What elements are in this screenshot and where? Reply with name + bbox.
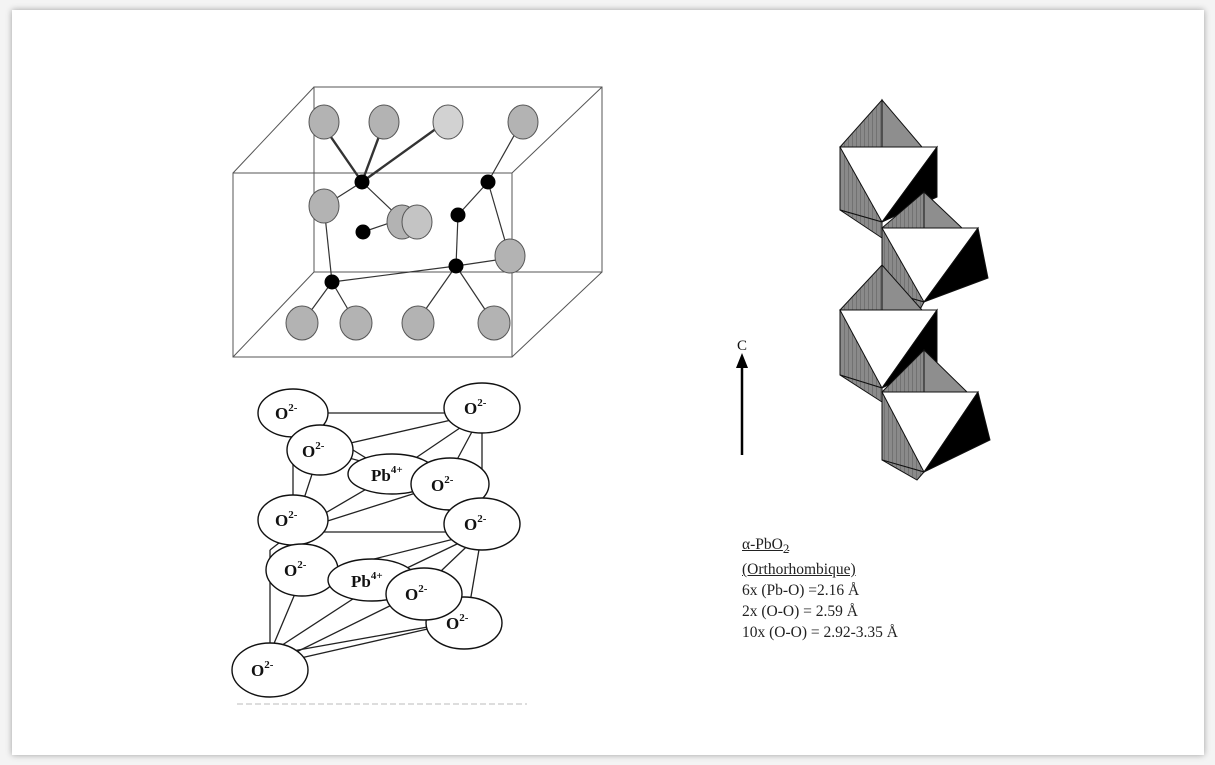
oxygen-ion (385, 567, 463, 621)
lead-atom (448, 258, 464, 274)
octahedra-ions (231, 382, 521, 698)
octahedral-chain (839, 98, 991, 481)
bond-length-line: 2x (O-O) = 2.59 Å (742, 603, 858, 621)
unit-cell-oxygen-atoms (285, 104, 539, 341)
oxygen-ion-label: O2- (275, 402, 298, 423)
c-axis-arrow: C (736, 338, 748, 455)
oxygen-atom (507, 104, 539, 140)
unit-cell-lead-atoms (324, 174, 496, 290)
bond-length-line: 6x (Pb-O) =2.16 Å (742, 582, 860, 600)
lead-ion-label: Pb4+ (371, 464, 403, 485)
c-axis-label: C (737, 338, 747, 354)
oxygen-ion-label: O2- (405, 583, 428, 604)
oxygen-ion-label: O2- (302, 440, 325, 461)
crystal-structure-figure: O2- O2- O2- Pb4+ O2- O2- O2- O2- Pb4+ O2… (231, 86, 991, 705)
oxygen-atom (432, 104, 464, 140)
formula-text: α-PbO (742, 536, 783, 553)
oxygen-ion-label: O2- (431, 474, 454, 495)
oxygen-atom (477, 305, 511, 341)
lead-atom (355, 224, 371, 240)
oxygen-ion-label: O2- (446, 612, 469, 633)
lead-atom (480, 174, 496, 190)
formula-subscript: 2 (782, 541, 790, 557)
slide-frame: O2- O2- O2- Pb4+ O2- O2- O2- O2- Pb4+ O2… (12, 10, 1204, 755)
oxygen-ion (231, 642, 309, 698)
oxygen-ion-label: O2- (464, 397, 487, 418)
oxygen-atom (308, 104, 340, 140)
cell-front-face (232, 172, 513, 358)
oxygen-ion (286, 424, 354, 476)
octahedron (881, 348, 991, 481)
oxygen-atom (401, 204, 433, 240)
oxygen-atom (308, 188, 340, 224)
bond-length-line: 10x (O-O) = 2.92-3.35 Å (742, 624, 898, 642)
oxygen-ion-label: O2- (284, 559, 307, 580)
oxygen-atom (285, 305, 319, 341)
lead-atom (450, 207, 466, 223)
lead-atom (354, 174, 370, 190)
ion-labels: O2- O2- O2- Pb4+ O2- O2- O2- O2- Pb4+ O2… (251, 397, 487, 680)
octahedron (839, 98, 938, 239)
structure-caption: α-PbO2 (Orthorhombique) 6x (Pb-O) =2.16 … (742, 534, 898, 643)
oxygen-ion (443, 497, 521, 551)
crystal-system: (Orthorhombique) (742, 561, 856, 579)
lead-ion-label: Pb4+ (351, 570, 383, 591)
oxygen-atom (401, 305, 435, 341)
oxygen-ion-label: O2- (251, 659, 274, 680)
oxygen-ion-label: O2- (464, 513, 487, 534)
oxygen-atom (339, 305, 373, 341)
oxygen-atom (368, 104, 400, 140)
formula-line: α-PbO2 (742, 534, 898, 559)
oxygen-ion-label: O2- (275, 509, 298, 530)
oxygen-atom (494, 238, 526, 274)
oxygen-ion (443, 382, 521, 434)
lead-atom (324, 274, 340, 290)
